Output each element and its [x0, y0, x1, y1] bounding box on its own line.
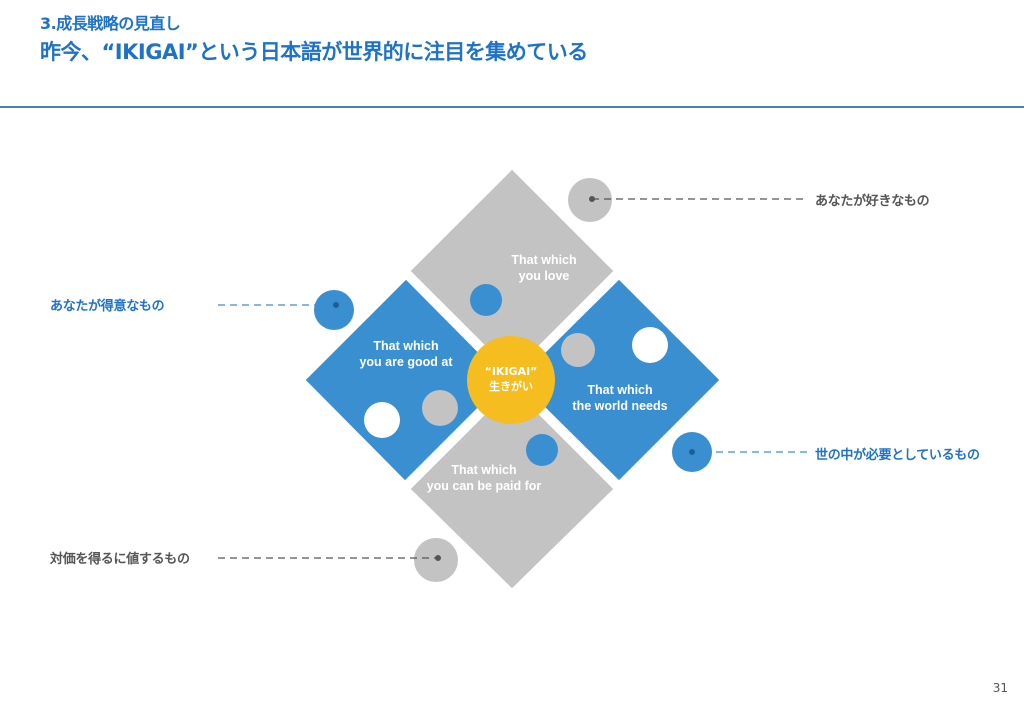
connector-paid	[218, 555, 441, 561]
piece-label-good: That which you are good at	[359, 339, 453, 369]
label-love: あなたが好きなもの	[815, 194, 930, 209]
label-paid: 対価を得るに値するもの	[50, 552, 190, 567]
piece-label-love: That which you love	[511, 253, 577, 283]
connector-world	[689, 449, 808, 455]
center-label-en: “IKIGAI”	[484, 365, 538, 378]
center-label-ja: 生きがい	[489, 380, 533, 393]
piece-label-world: That which the world needs	[572, 383, 668, 413]
connector-good	[218, 302, 339, 308]
connector-love	[589, 196, 808, 202]
puzzle-piece-you-love	[406, 165, 618, 377]
center-label: “IKIGAI” 生きがい	[470, 364, 552, 394]
ikigai-center-circle	[467, 336, 555, 424]
piece-label-paid: That which you can be paid for	[426, 463, 542, 493]
page-number: 31	[992, 681, 1008, 695]
puzzle-piece-paid-for	[406, 383, 618, 593]
page-title: 昨今、“IKIGAI”という日本語が世界的に注目を集めている	[40, 40, 588, 64]
section-title: 3.成長戦略の見直し	[40, 14, 181, 33]
header-divider	[0, 106, 1024, 108]
label-world: 世の中が必要としているもの	[815, 448, 980, 463]
label-good: あなたが得意なもの	[50, 299, 165, 314]
